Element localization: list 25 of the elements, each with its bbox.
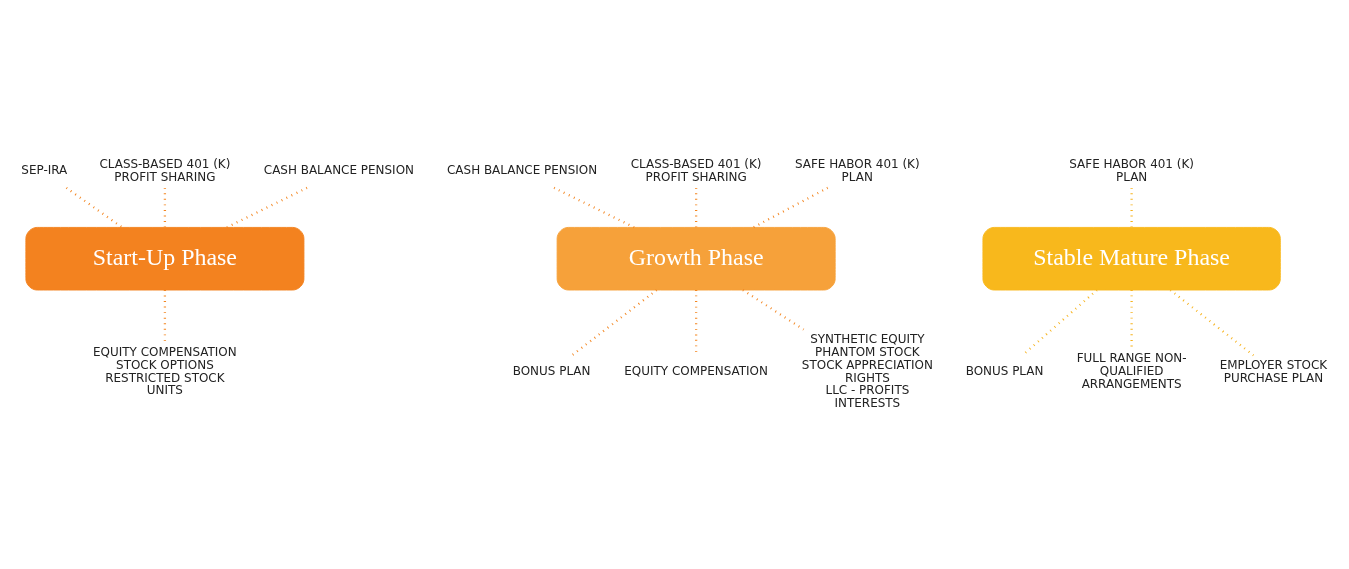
node-box: Growth Phase	[556, 226, 836, 291]
node-text: CASH BALANCE PENSION	[263, 163, 415, 178]
connector	[1169, 289, 1255, 357]
node-text: EMPLOYER STOCK PURCHASE PLAN	[1219, 357, 1328, 385]
connector	[163, 290, 167, 343]
node-text: EQUITY COMPENSATION	[624, 364, 768, 379]
node-box: Stable Mature Phase	[982, 226, 1281, 291]
connector	[553, 186, 635, 229]
node-text: SAFE HABOR 401 (K) PLAN	[1069, 156, 1194, 184]
node-text: FULL RANGE NON-QUALIFIED ARRANGEMENTS	[1076, 351, 1187, 391]
node-text: SYNTHETIC EQUITY PHANTOM STOCK STOCK APPRECIATION RIGHTS LLC - PROFITS INTERESTS	[801, 331, 933, 411]
node-text: CASH BALANCE PENSION	[447, 163, 598, 178]
connector	[753, 186, 829, 229]
node-text: SAFE HABOR 401 (K) PLAN	[794, 156, 920, 184]
connector	[571, 289, 658, 357]
node-text: SEP-IRA	[21, 163, 68, 178]
node-text: CLASS-BASED 401 (K) PROFIT SHARING	[99, 156, 231, 184]
node-text: BONUS PLAN	[965, 364, 1044, 379]
connector	[65, 186, 123, 229]
node-text: CLASS-BASED 401 (K) PROFIT SHARING	[630, 156, 762, 184]
connector	[742, 289, 805, 331]
node-box: Start-Up Phase	[25, 226, 305, 291]
node-text: EQUITY COMPENSATION STOCK OPTIONS RESTRICTED STOCK UNITS	[93, 344, 237, 398]
connector	[226, 186, 308, 229]
node-text: BONUS PLAN	[512, 364, 591, 379]
